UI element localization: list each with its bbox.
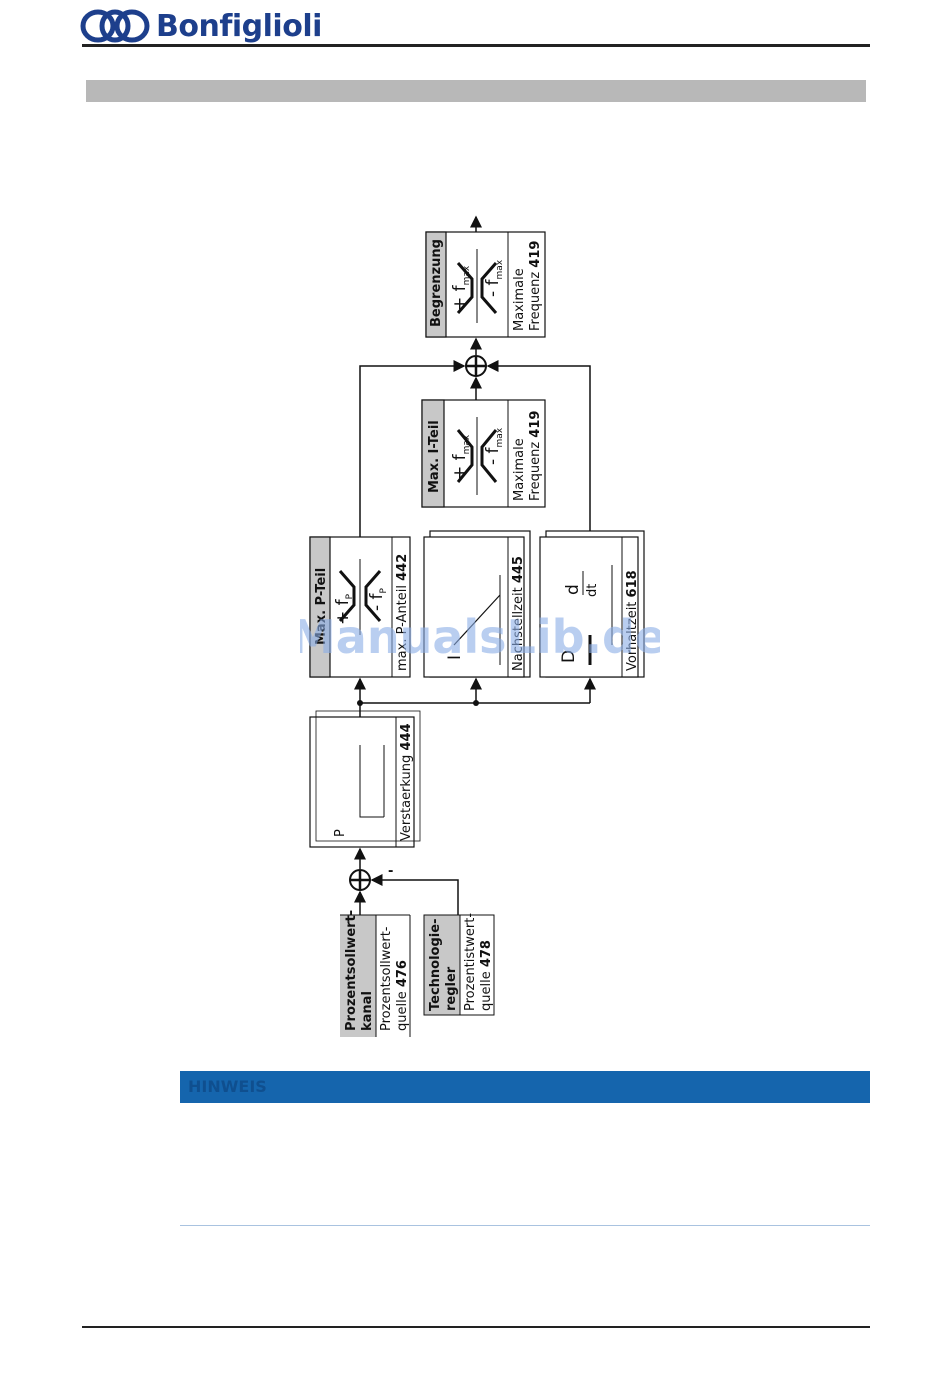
prozent-param1: Prozentsollwert- bbox=[379, 926, 394, 1031]
block-vorhaltzeit: d dt D Vorhaltzeit 618 bbox=[539, 530, 645, 678]
minus-sign: - bbox=[388, 864, 393, 879]
max-p-minus: - fP bbox=[367, 587, 389, 611]
techno-title1: Technologie- bbox=[428, 919, 443, 1011]
p-to-sum-line bbox=[359, 360, 466, 537]
block-max-p-teil: Max. P-Teil + fP - fP max. P-Anteil 442 bbox=[309, 536, 411, 678]
derivative-num: d bbox=[563, 584, 583, 595]
prozent-param2: quelle 476 bbox=[395, 960, 410, 1031]
derivative-symbol: D bbox=[559, 650, 579, 663]
note-bottom-rule bbox=[180, 1225, 870, 1226]
sum-node-output bbox=[465, 355, 487, 377]
brand-name: Bonfiglioli bbox=[156, 8, 322, 44]
brand-logo: Bonfiglioli bbox=[80, 6, 322, 46]
junction-dot-mid bbox=[473, 700, 479, 706]
footer-rule bbox=[82, 1326, 870, 1328]
vorhalt-param: Vorhaltzeit 618 bbox=[625, 570, 640, 671]
begrenzung-title: Begrenzung bbox=[429, 239, 444, 327]
max-i-param-line2: Frequenz 419 bbox=[528, 411, 543, 501]
max-i-minus: - fmax bbox=[483, 427, 505, 465]
note-header-bar: HINWEIS bbox=[180, 1071, 870, 1103]
pid-block-diagram: Begrenzung + fmax - fmax Maximale Freque… bbox=[300, 215, 660, 1037]
prozent-title1: Prozentsollwert- bbox=[344, 910, 359, 1031]
max-p-plus: + fP bbox=[333, 593, 355, 625]
max-p-param: max. P-Anteil 442 bbox=[395, 554, 410, 671]
note-label: HINWEIS bbox=[188, 1077, 267, 1096]
begrenzung-param-line2: Frequenz 419 bbox=[528, 241, 543, 331]
block-verstaerkung: P Verstaerkung 444 bbox=[309, 710, 421, 848]
feedback-arrow bbox=[370, 874, 459, 915]
derivative-den: dt bbox=[585, 584, 600, 597]
header-rule bbox=[82, 44, 870, 47]
d-to-sum-line bbox=[486, 360, 591, 535]
watermark: ManualsLib.de bbox=[300, 610, 660, 664]
block-technologieregler: Technologie- regler Prozentistwert- quel… bbox=[423, 913, 495, 1016]
gain-symbol: P bbox=[333, 829, 348, 837]
begrenzung-minus: - fmax bbox=[483, 259, 505, 297]
block-max-i-teil: Max. I-Teil + fmax - fmax Maximale Frequ… bbox=[421, 399, 546, 508]
nachstell-param: Nachstellzeit 445 bbox=[511, 556, 526, 671]
prozent-title2: kanal bbox=[360, 991, 375, 1031]
techno-param1: Prozentistwert- bbox=[463, 913, 478, 1011]
begrenzung-plus: + fmax bbox=[450, 265, 472, 311]
max-p-title: Max. P-Teil bbox=[314, 568, 329, 645]
max-i-plus: + fmax bbox=[450, 434, 472, 480]
max-i-title: Max. I-Teil bbox=[427, 420, 442, 493]
begrenzung-param-line1: Maximale bbox=[512, 268, 527, 331]
block-nachstellzeit: I Nachstellzeit 445 bbox=[423, 530, 531, 678]
bonfiglioli-logo-icon bbox=[80, 9, 150, 43]
techno-title2: regler bbox=[444, 966, 459, 1011]
techno-param2: quelle 478 bbox=[479, 940, 494, 1011]
block-prozentsollwert: Prozentsollwert- kanal Prozentsollwert- … bbox=[340, 910, 411, 1037]
integrator-symbol: I bbox=[445, 655, 465, 660]
max-i-param-line1: Maximale bbox=[512, 438, 527, 501]
section-title-bar bbox=[86, 80, 866, 102]
verstaerkung-param: Verstaerkung 444 bbox=[399, 723, 414, 841]
block-begrenzung: Begrenzung + fmax - fmax Maximale Freque… bbox=[425, 231, 546, 338]
sum-node-input bbox=[349, 869, 371, 891]
